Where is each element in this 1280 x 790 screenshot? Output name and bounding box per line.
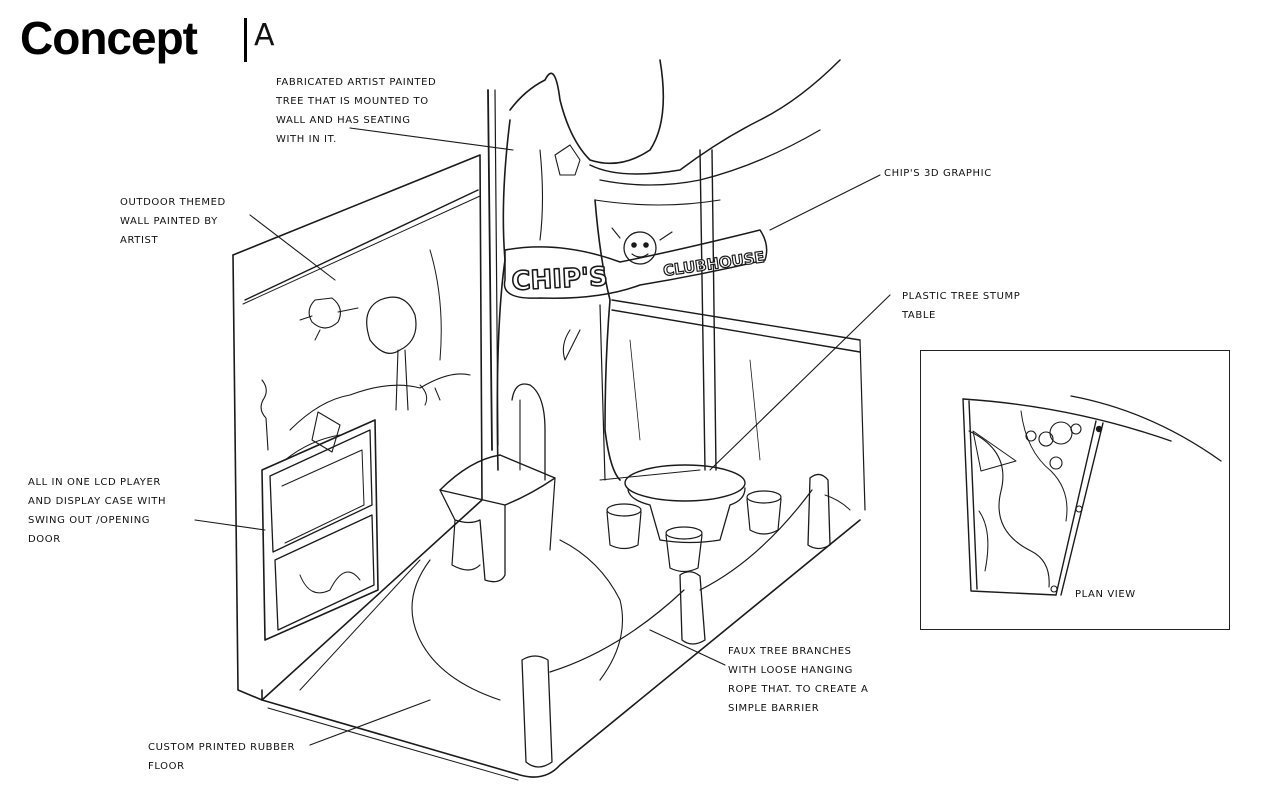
annotation-graphic: Chip's 3D Graphic <box>884 164 992 183</box>
leader-lines <box>194 127 891 746</box>
annotation-line: Chip's 3D Graphic <box>884 168 992 179</box>
annotation-line: Custom printed rubber <box>148 742 296 753</box>
chips-clubhouse-sign: CHIP'S CLUBHOUSE <box>503 227 768 299</box>
annotation-line: Fabricated artist painted <box>276 77 437 88</box>
annotation-line: All in one LCD player <box>28 477 161 488</box>
annotation-wall: Outdoor themed wall painted by artist <box>120 193 226 250</box>
faux-branch-barrier <box>521 473 851 768</box>
annotation-line: Plastic tree stump <box>902 291 1021 302</box>
annotation-line: and display case with <box>28 496 167 507</box>
annotation-line: with loose hanging <box>728 665 854 676</box>
annotation-line: artist <box>120 235 159 246</box>
plan-view-box: Plan View <box>920 350 1230 630</box>
sign-chips-text: CHIP'S <box>511 262 609 297</box>
annotation-line: with in it. <box>276 134 337 145</box>
annotation-lcd: All in one LCD player and display case w… <box>28 473 166 549</box>
annotation-line: Outdoor themed <box>120 197 226 208</box>
rubber-floor <box>261 519 861 781</box>
plan-view-label: Plan View <box>1075 589 1136 600</box>
annotation-stump: Plastic tree stump table <box>902 287 1020 325</box>
lcd-display-case <box>261 411 379 641</box>
plan-view-sketch <box>962 395 1222 596</box>
annotation-line: table <box>902 310 936 321</box>
annotation-line: wall painted by <box>120 216 218 227</box>
title-separator <box>244 18 247 62</box>
page-title: Concept <box>20 12 198 64</box>
annotation-line: tree that is mounted to <box>276 96 429 107</box>
annotation-line: wall and has seating <box>276 115 411 126</box>
annotation-line: Faux tree branches <box>728 646 852 657</box>
annotation-line: swing out /opening <box>28 515 151 526</box>
annotation-line: door <box>28 534 61 545</box>
annotation-branches: Faux tree branches with loose hanging ro… <box>728 642 868 718</box>
annotation-line: simple barrier <box>728 703 820 714</box>
annotation-tree: Fabricated artist painted tree that is m… <box>276 73 436 149</box>
stump-table <box>606 464 782 573</box>
annotation-line: rope that. to create a <box>728 684 869 695</box>
tree-chair <box>439 454 556 583</box>
glass-wall <box>599 149 866 511</box>
concept-variant: A <box>254 18 275 53</box>
annotation-line: floor <box>148 761 185 772</box>
annotation-floor: Custom printed rubber floor <box>148 738 295 776</box>
